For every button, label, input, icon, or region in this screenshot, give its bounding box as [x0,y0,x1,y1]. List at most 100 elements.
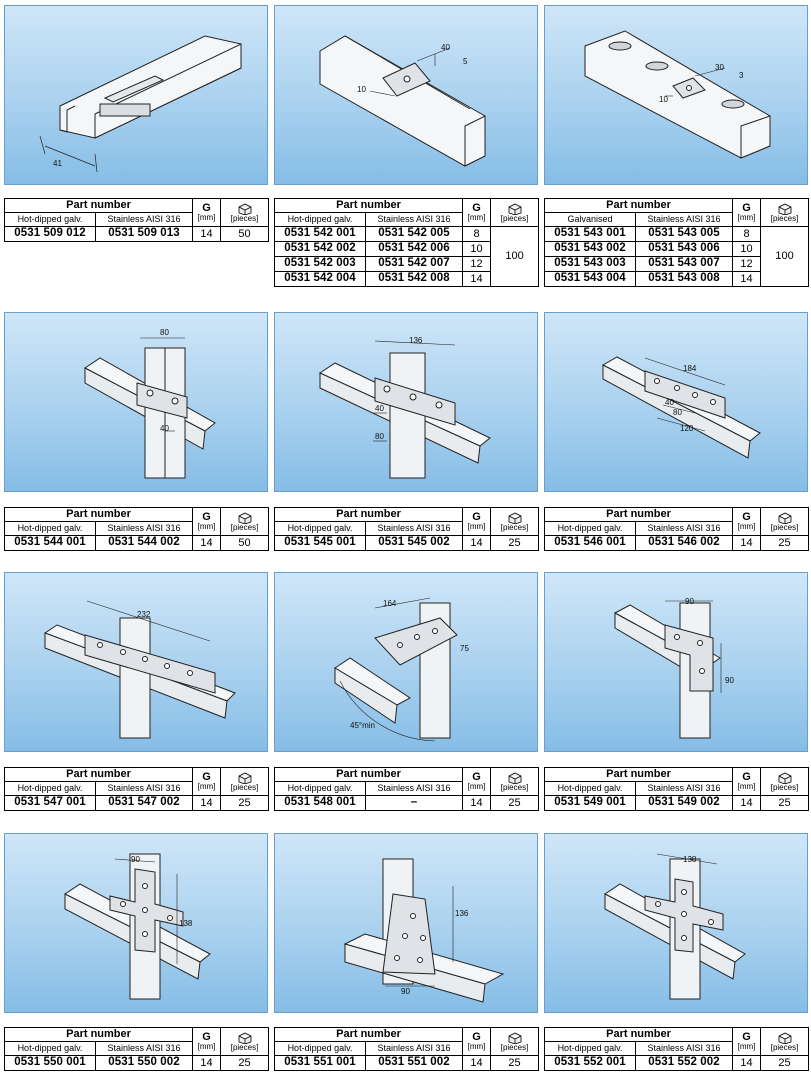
dim-label: 30 [715,63,724,72]
part-number-cell: 0531 550 002 [94,1055,194,1071]
part-number-header: Part number [543,198,734,213]
box-icon [778,203,791,215]
g-cell: 14 [462,795,492,811]
g-header: G[mm] [192,198,222,227]
part-number-table-9: Part number G[mm] [pieces] Hot-dipped ga… [543,767,810,811]
pieces-header: [pieces] [220,198,270,227]
pieces-cell: 25 [760,535,810,551]
hot-dipped-header: Hot-dipped galv. [544,521,636,536]
stainless-header: Stainless AISI 316 [94,212,194,227]
g-cell: 12 [462,256,492,272]
pieces-cell: 100 [760,226,810,287]
g-cell: 14 [732,535,762,551]
g-cell: 14 [732,1055,762,1071]
part-number-cell: 0531 542 008 [364,271,464,287]
dim-label: 5 [463,57,468,66]
part-number-cell: 0531 543 001 [544,226,636,242]
part-number-cell: 0531 549 002 [634,795,734,811]
pieces-cell: 25 [220,795,270,811]
g-header: G[mm] [732,1027,762,1056]
dim-label: 80 [160,328,169,337]
part-number-table-8: Part number G[mm] [pieces] Hot-dipped ga… [273,767,540,811]
part-number-cell: 0531 547 001 [4,795,96,811]
product-illustration-4: 80 40 [4,312,268,492]
product-illustration-10: 90 138 [4,833,268,1013]
box-icon [778,772,791,784]
g-cell: 14 [462,1055,492,1071]
dim-label: 120 [680,424,694,433]
hot-dipped-header: Hot-dipped galv. [274,781,366,796]
pieces-header: [pieces] [490,767,540,796]
g-cell: 8 [732,226,762,242]
part-number-cell: 0531 544 002 [94,535,194,551]
part-number-cell: 0531 542 006 [364,241,464,257]
part-number-cell: 0531 543 007 [634,256,734,272]
stainless-header: Stainless AISI 316 [634,1041,734,1056]
part-number-cell: 0531 548 001 [274,795,366,811]
hot-dipped-header: Hot-dipped galv. [544,781,636,796]
pieces-header: [pieces] [760,198,810,227]
pieces-cell: 50 [220,535,270,551]
box-icon [238,1032,251,1044]
part-number-cell: 0531 543 003 [544,256,636,272]
g-cell: 8 [462,226,492,242]
part-number-table-3: Part number G[mm] [pieces] Galvanised St… [543,198,810,287]
part-number-cell: 0531 549 001 [544,795,636,811]
dim-label: 90 [725,676,734,685]
part-number-cell: 0531 543 008 [634,271,734,287]
g-cell: 10 [732,241,762,257]
hot-dipped-header: Hot-dipped galv. [4,781,96,796]
g-header: G[mm] [192,1027,222,1056]
stainless-header: Stainless AISI 316 [364,521,464,536]
g-cell: 12 [732,256,762,272]
dim-label: 136 [455,909,469,918]
pieces-cell: 25 [760,1055,810,1071]
dim-label: 40 [441,43,450,52]
pieces-header: [pieces] [220,1027,270,1056]
pieces-cell: 25 [490,795,540,811]
hot-dipped-header: Hot-dipped galv. [4,521,96,536]
dim-label: 90 [401,987,410,996]
pieces-header: [pieces] [220,767,270,796]
stainless-header: Stainless AISI 316 [364,212,464,227]
box-icon [238,772,251,784]
dim-label: 90 [685,597,694,606]
g-cell: 14 [462,271,492,287]
pieces-header: [pieces] [220,507,270,536]
pieces-cell: 25 [490,535,540,551]
g-header: G[mm] [192,507,222,536]
box-icon [508,1032,521,1044]
part-number-header: Part number [543,767,734,782]
pieces-cell: 25 [490,1055,540,1071]
pieces-cell: 50 [220,226,270,242]
part-number-cell: 0531 543 004 [544,271,636,287]
part-number-header: Part number [3,1027,194,1042]
box-icon [238,203,251,215]
product-illustration-5: 136 40 80 [274,312,538,492]
part-number-cell: 0531 543 006 [634,241,734,257]
part-number-cell: 0531 545 002 [364,535,464,551]
part-number-header: Part number [273,1027,464,1042]
part-number-cell: 0531 547 002 [94,795,194,811]
part-number-table-10: Part number G[mm] [pieces] Hot-dipped ga… [3,1027,270,1071]
g-header: G[mm] [732,767,762,796]
part-number-header: Part number [543,1027,734,1042]
stainless-header: Stainless AISI 316 [364,1041,464,1056]
part-number-table-12: Part number G[mm] [pieces] Hot-dipped ga… [543,1027,810,1071]
g-cell: 14 [192,1055,222,1071]
part-number-cell: 0531 550 001 [4,1055,96,1071]
hot-dipped-header: Hot-dipped galv. [4,212,96,227]
dim-label: 40 [665,398,674,407]
part-number-cell: 0531 542 007 [364,256,464,272]
dim-label: 80 [673,408,682,417]
part-number-cell: 0531 552 001 [544,1055,636,1071]
stainless-header: Stainless AISI 316 [634,212,734,227]
box-icon [508,512,521,524]
box-icon [778,1032,791,1044]
dim-label: 80 [375,432,384,441]
stainless-header: Stainless AISI 316 [634,781,734,796]
part-number-cell: 0531 545 001 [274,535,366,551]
pieces-header: [pieces] [490,507,540,536]
g-header: G[mm] [732,198,762,227]
part-number-table-11: Part number G[mm] [pieces] Hot-dipped ga… [273,1027,540,1071]
